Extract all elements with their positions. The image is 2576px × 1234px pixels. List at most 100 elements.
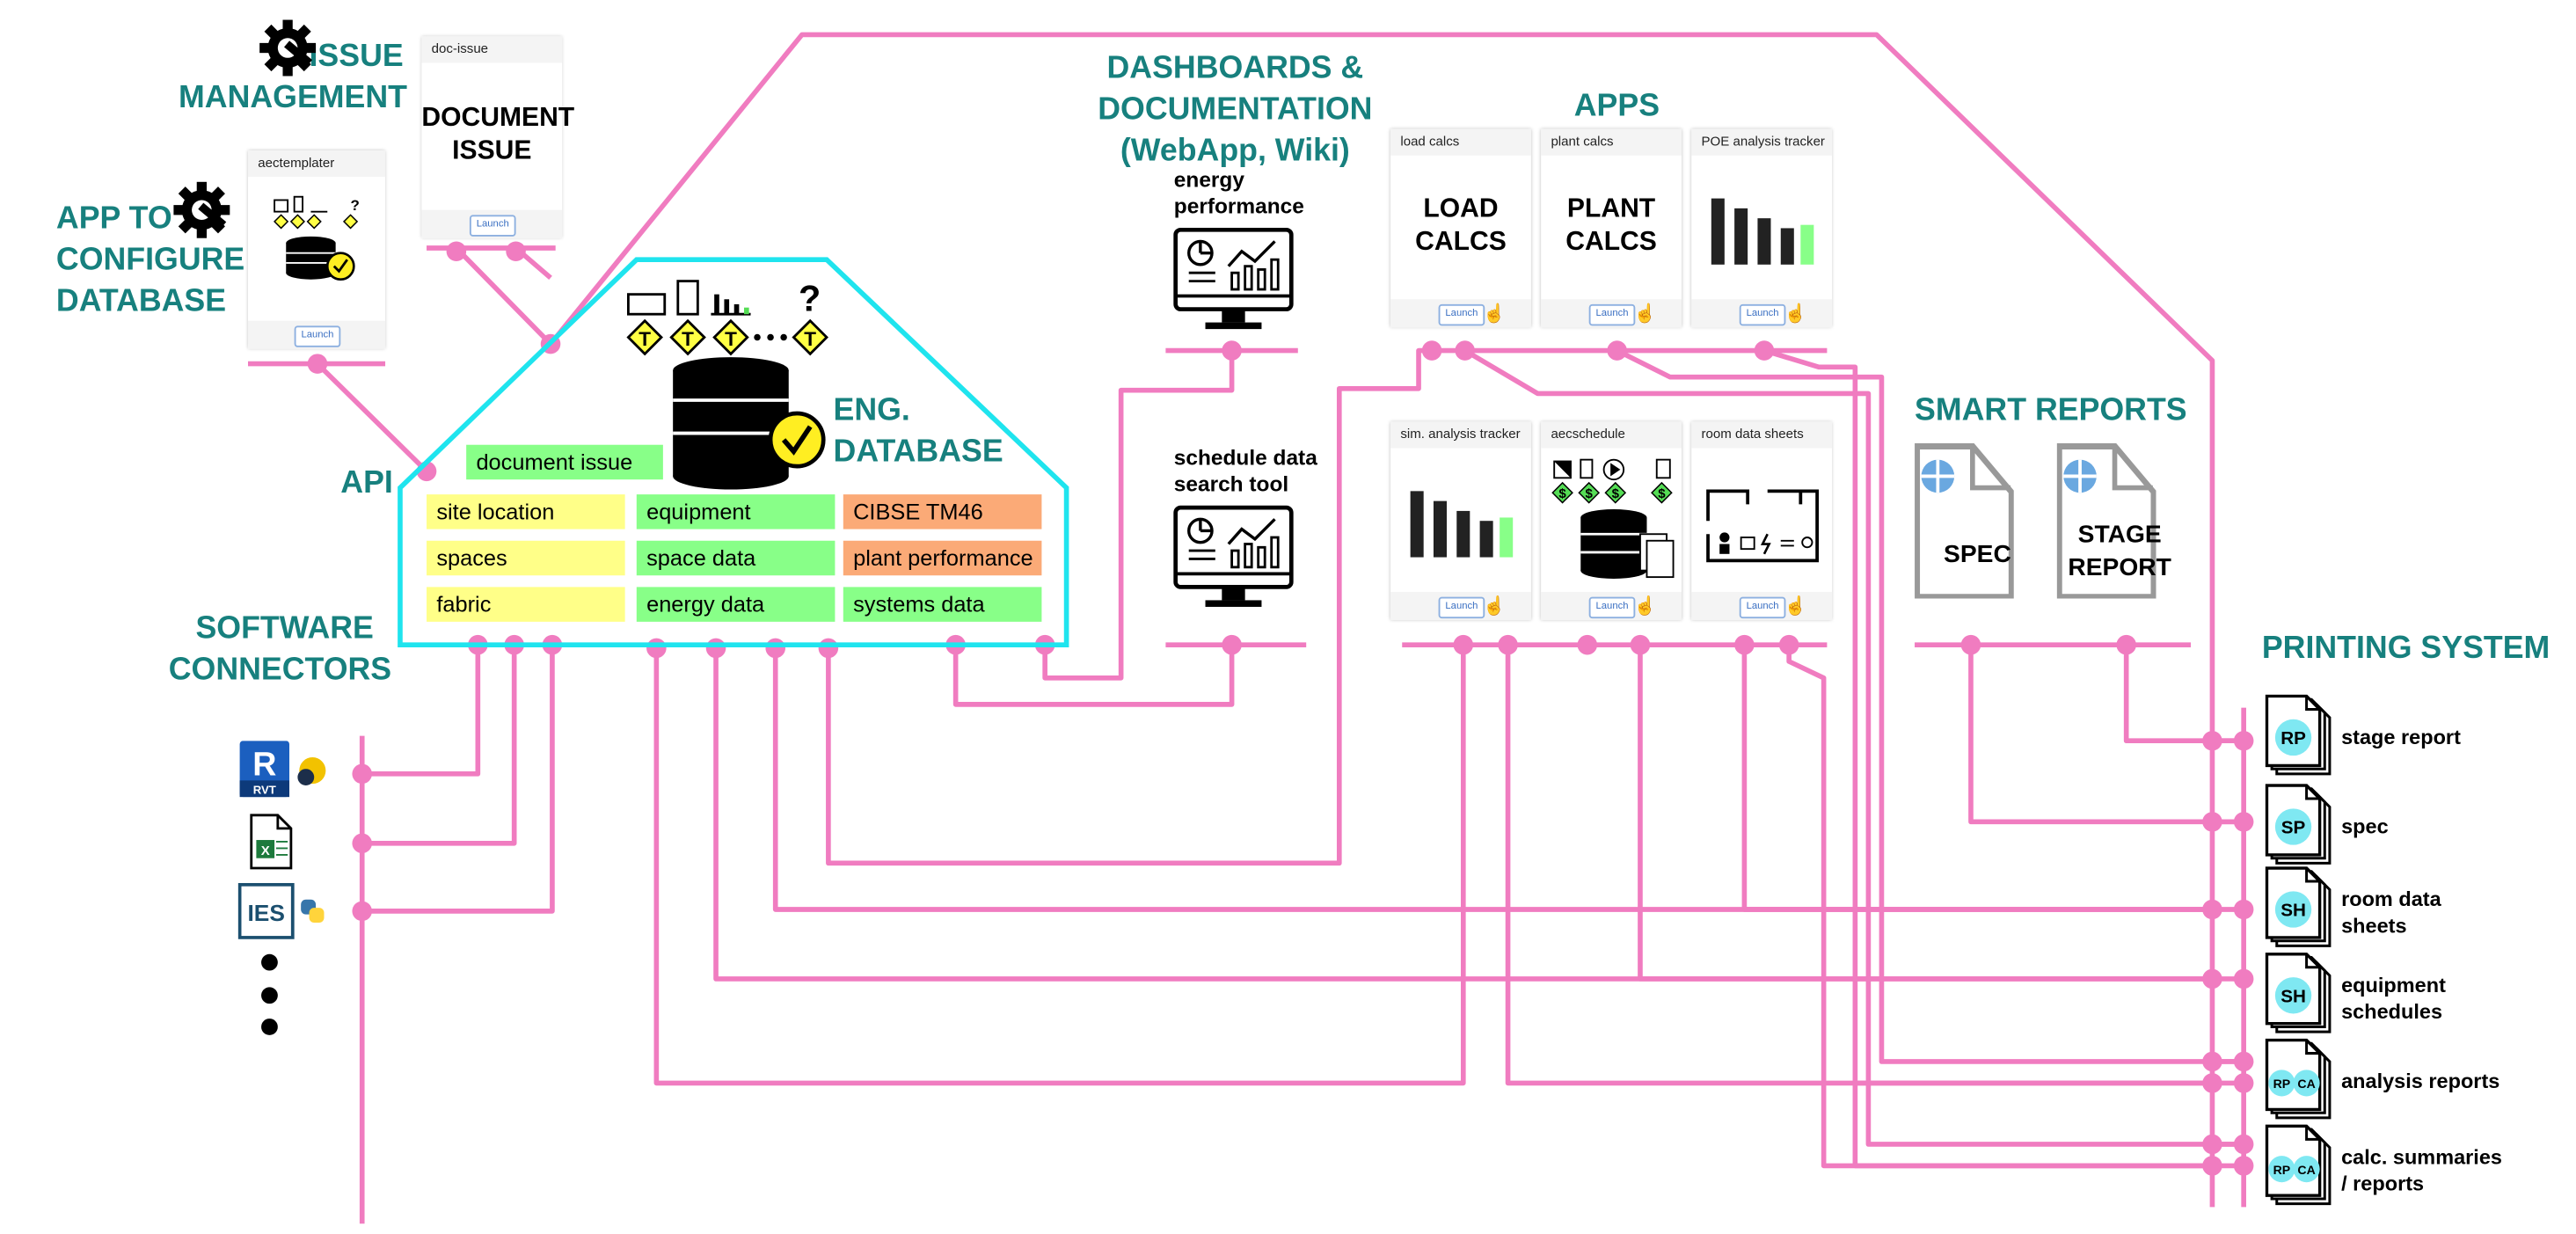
launch-button[interactable]: Launch <box>1739 596 1786 619</box>
tag-space-data: space data <box>636 540 836 576</box>
aecschedule-card[interactable]: aecschedule $ $ $ $ Launch ☝ <box>1541 421 1682 620</box>
sim-tracker-card[interactable]: sim. analysis tracker Launch ☝ <box>1390 421 1531 620</box>
tag-fabric: fabric <box>427 587 625 622</box>
excel-file-icon: X <box>250 814 293 870</box>
tag-site-location: site location <box>427 494 625 529</box>
label-line: performance <box>1173 193 1304 219</box>
card-heading: LOAD CALCS <box>1390 193 1531 259</box>
schedule-database-icon: $ $ $ $ <box>1551 458 1675 579</box>
label-line: SPEC <box>1944 540 2011 569</box>
label-line: / reports <box>2341 1172 2425 1196</box>
badge-text: CA <box>2297 1163 2315 1177</box>
launch-button[interactable]: Launch <box>1588 596 1636 619</box>
ies-python-icon: IES <box>237 882 325 939</box>
heading-line: CONNECTORS <box>168 653 392 689</box>
heading-line: SOFTWARE <box>195 611 374 647</box>
pointer-click-icon: ☝ <box>1633 596 1657 617</box>
api-heading: API <box>340 466 393 501</box>
card-title: POE analysis tracker <box>1691 128 1833 156</box>
question-mark: ? <box>799 278 821 318</box>
doc-issue-card[interactable]: doc-issue DOCUMENT ISSUE Launch <box>421 36 575 238</box>
card-title: load calcs <box>1390 128 1531 156</box>
card-title: aecschedule <box>1541 421 1682 449</box>
gear-wrench-icon <box>259 19 317 77</box>
card-footer: Launch <box>421 209 563 238</box>
card-heading-line: DOCUMENT <box>421 104 575 133</box>
card-footer: Launch ☝ <box>1541 592 1682 620</box>
label-line: schedule data <box>1173 444 1317 470</box>
gear-wrench-icon <box>173 181 230 238</box>
card-heading-line: ISSUE <box>452 137 532 165</box>
room-data-sheets-card[interactable]: room data sheets Launch ☝ <box>1691 421 1833 620</box>
bar-chart-icon <box>1711 198 1814 265</box>
stage-report-tile[interactable] <box>2056 442 2156 599</box>
pointer-click-icon: ☝ <box>1784 303 1807 325</box>
label-line: room data <box>2341 887 2441 911</box>
dollar-sign: $ <box>1558 486 1566 501</box>
badge-text: RP <box>2280 728 2306 748</box>
monitor-dashboard-icon[interactable] <box>1172 227 1295 332</box>
heading-line: DASHBOARDS & <box>1106 51 1364 86</box>
schedule-search-label: schedule data search tool <box>1174 445 1317 498</box>
plant-calcs-card[interactable]: plant calcs PLANT CALCS Launch ☝ <box>1541 128 1682 328</box>
heading-line: MANAGEMENT <box>179 81 408 116</box>
dollar-sign: $ <box>1658 486 1666 501</box>
label-line: analysis reports <box>2341 1070 2500 1093</box>
badge-text: CA <box>2297 1077 2315 1091</box>
card-title: plant calcs <box>1541 128 1682 156</box>
tag-systems-data: systems data <box>843 587 1042 622</box>
monitor-dashboard-icon[interactable] <box>1172 504 1295 610</box>
poe-tracker-card[interactable]: POE analysis tracker Launch ☝ <box>1691 128 1833 328</box>
launch-button[interactable]: Launch <box>469 215 516 237</box>
label-line: calc. summaries <box>2341 1145 2502 1170</box>
document-stack-icon: RP <box>2265 694 2332 776</box>
print-output-label: calc. summaries/ reports <box>2341 1144 2502 1197</box>
launch-button[interactable]: Launch <box>1739 303 1786 326</box>
label-line: STAGE <box>2077 521 2162 550</box>
eng-database-heading: ENG. DATABASE <box>834 391 1003 473</box>
spec-report-tile[interactable] <box>1915 442 2014 599</box>
print-output-label: analysis reports <box>2341 1068 2499 1094</box>
tag-equipment: equipment <box>636 494 836 529</box>
heading-line: DOCUMENTATION <box>1098 92 1373 128</box>
revit-dynamo-icon: R RVT <box>239 741 326 798</box>
card-heading: DOCUMENT ISSUE <box>421 103 575 169</box>
card-title: room data sheets <box>1691 421 1833 449</box>
aectemplater-card[interactable]: aectemplater ? Launch <box>248 150 386 349</box>
label-line: search tool <box>1173 471 1289 496</box>
more-dot <box>261 1019 278 1035</box>
card-footer: Launch <box>248 320 386 349</box>
document-stack-icon: SH <box>2265 953 2332 1033</box>
print-output-label: spec <box>2341 814 2389 840</box>
heading-line: APP TO <box>55 201 172 237</box>
energy-performance-label: energy performance <box>1174 167 1304 220</box>
launch-button[interactable]: Launch <box>294 325 341 347</box>
load-calcs-card[interactable]: load calcs LOAD CALCS Launch ☝ <box>1390 128 1531 328</box>
pointer-click-icon: ☝ <box>1784 596 1807 617</box>
t-letter: T <box>682 328 694 350</box>
badge-text: SH <box>2280 986 2306 1006</box>
launch-button[interactable]: Launch <box>1588 303 1636 326</box>
tag-document-issue: document issue <box>466 444 663 480</box>
tag-cibse-tm46: CIBSE TM46 <box>843 494 1042 529</box>
card-heading-line: CALCS <box>1565 228 1657 257</box>
dollar-sign: $ <box>1585 486 1593 501</box>
card-heading-line: PLANT <box>1566 194 1656 223</box>
t-letter: T <box>804 328 816 350</box>
app-configure-heading: APP TO CONFIGURE DATABASE <box>56 199 244 323</box>
stage-report-label: STAGE REPORT <box>2057 519 2183 585</box>
launch-button[interactable]: Launch <box>1438 596 1485 619</box>
dollar-sign: $ <box>1612 486 1620 501</box>
spec-label: SPEC <box>1915 539 2040 573</box>
launch-button[interactable]: Launch <box>1438 303 1485 326</box>
pointer-click-icon: ☝ <box>1633 303 1657 325</box>
